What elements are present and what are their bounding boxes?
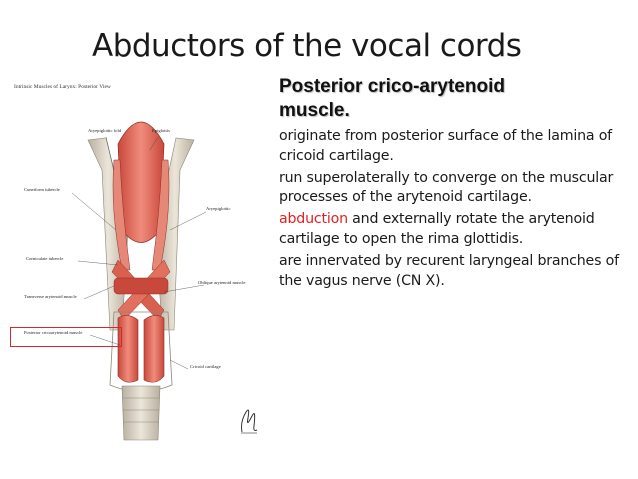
abduction-highlight: abduction: [279, 211, 348, 227]
artist-signature-icon: [238, 402, 260, 436]
heading-line-2: muscle.: [279, 100, 350, 121]
highlight-box: [10, 327, 122, 347]
label-aryepiglottic-fold: Aryepiglottic fold: [88, 128, 121, 133]
label-cuneiform-tubercle: Cuneiform tubercle: [24, 187, 60, 192]
slide-title: Abductors of the vocal cords: [92, 28, 612, 64]
section-heading: Posterior crico-arytenoid muscle.: [279, 75, 619, 123]
label-aryepiglottic: Aryepiglottic: [206, 206, 231, 211]
label-corniculate-tubercle: Corniculate tubercle: [26, 256, 63, 261]
label-oblique-arytenoid: Oblique arytenoid muscle: [198, 280, 245, 285]
heading-line-1: Posterior crico-arytenoid: [279, 76, 505, 97]
larynx-drawing: [10, 80, 272, 446]
larynx-illustration: Intrinsic Muscles of Larynx: Posterior V…: [10, 80, 272, 446]
point-course: run superolaterally to converge on the m…: [279, 169, 619, 209]
text-content: Posterior crico-arytenoid muscle. origin…: [279, 75, 619, 293]
label-epiglottis: Epiglottis: [152, 128, 170, 133]
label-transverse-arytenoid: Transverse arytenoid muscle: [24, 294, 77, 299]
point-innervation: are innervated by recurent laryngeal bra…: [279, 252, 619, 292]
figure-caption: Intrinsic Muscles of Larynx: Posterior V…: [14, 84, 111, 90]
label-cricoid-cartilage: Cricoid cartilage: [190, 364, 221, 369]
point-action: abduction and externally rotate the aryt…: [279, 210, 619, 250]
point-origin: originate from posterior surface of the …: [279, 127, 619, 167]
